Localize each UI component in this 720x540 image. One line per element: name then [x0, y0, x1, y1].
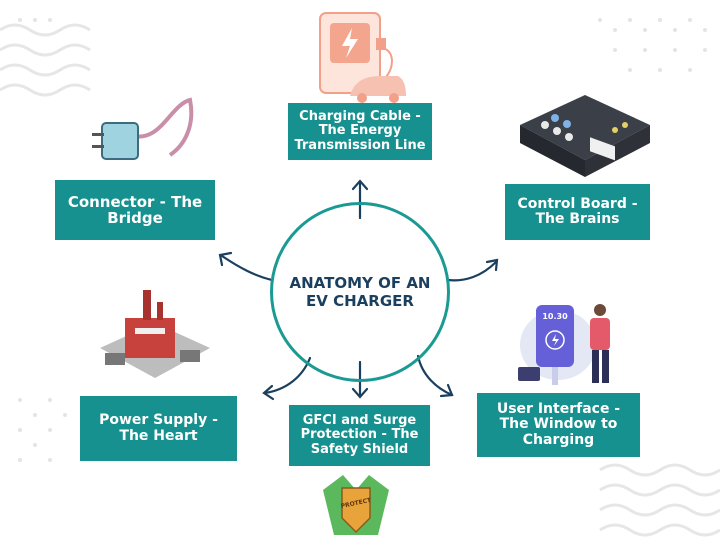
user-interface-kiosk-icon: 10.30 [518, 300, 642, 390]
arrow-right [446, 258, 499, 282]
power-plant-icon [100, 290, 210, 378]
protect-shield-icon: PROTECT [318, 470, 394, 540]
connector-plug-icon [92, 97, 194, 160]
component-charging-cable: Charging Cable - The Energy Transmission… [288, 103, 432, 160]
arrow-down-left [262, 356, 312, 401]
control-board-icon [520, 95, 650, 177]
arrow-down-right [416, 354, 454, 398]
kiosk-time: 10.30 [542, 312, 568, 321]
component-connector: Connector - The Bridge [55, 180, 215, 240]
ev-charging-station-icon [319, 12, 406, 103]
diagram-title: ANATOMY OF AN EV CHARGER [289, 274, 431, 310]
arrow-left [218, 251, 274, 282]
component-control-board: Control Board - The Brains [505, 184, 650, 240]
component-user-interface: User Interface - The Window to Charging [477, 393, 640, 457]
component-power-supply: Power Supply - The Heart [80, 396, 237, 461]
central-circle: ANATOMY OF AN EV CHARGER [270, 202, 450, 382]
component-gfci-surge-protection: GFCI and Surge Protection - The Safety S… [289, 405, 430, 466]
